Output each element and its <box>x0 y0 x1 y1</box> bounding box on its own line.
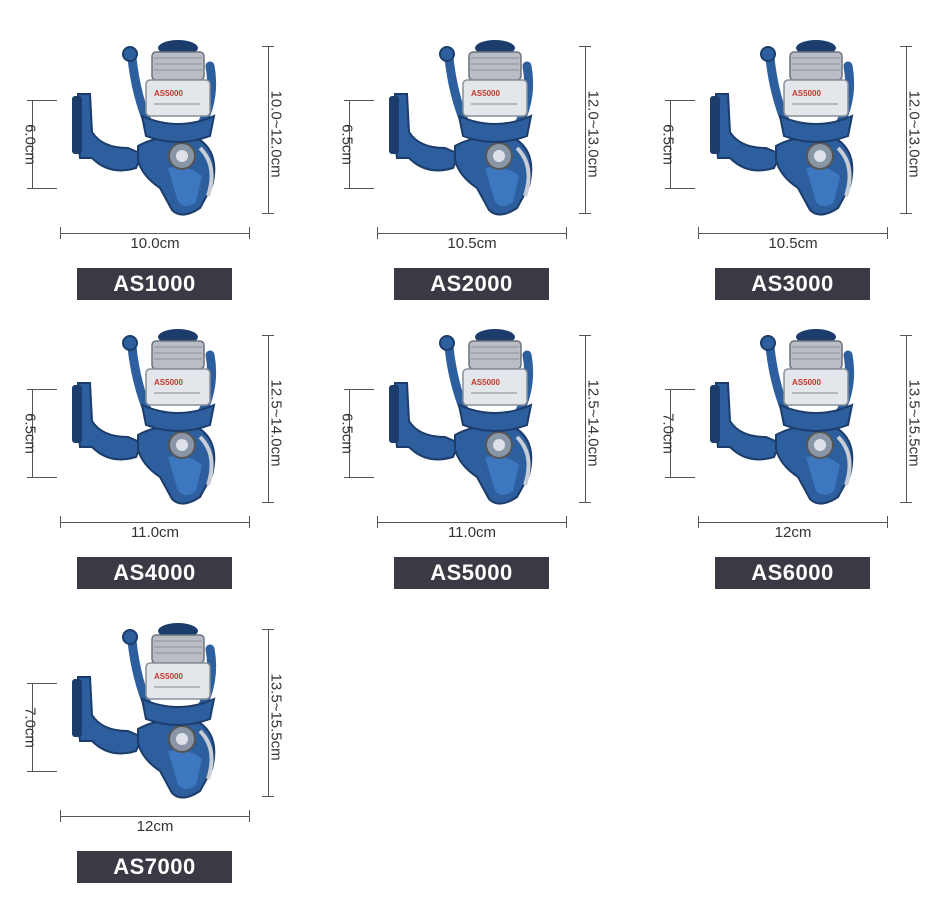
svg-text:AS5000: AS5000 <box>471 378 500 387</box>
handle-dimension-line <box>670 100 671 188</box>
width-value: 12cm <box>774 524 812 541</box>
width-value: 12cm <box>136 818 174 835</box>
reel-size-card: AS5000 12.5~14.0cm 6.5cm 11.0cm AS5000 <box>317 289 617 589</box>
width-value: 10.5cm <box>447 235 497 252</box>
width-dimension-line <box>377 522 567 523</box>
handle-value: 6.5cm <box>21 413 39 454</box>
width-dimension-line <box>698 522 888 523</box>
width-dimension-line <box>377 233 567 234</box>
handle-value: 6.0cm <box>21 124 39 165</box>
reel-size-card: AS5000 13.5~15.5cm 7.0cm 12cm AS6000 <box>638 289 938 589</box>
svg-text:AS5000: AS5000 <box>792 378 821 387</box>
handle-dimension-line <box>349 389 350 477</box>
height-value: 12.0~13.0cm <box>584 90 602 178</box>
model-label: AS7000 <box>77 851 232 883</box>
width-dimension-line <box>60 816 250 817</box>
reel-size-card: AS5000 12.0~13.0cm 6.5cm 10.5cm AS2000 <box>317 0 617 300</box>
handle-value: 6.5cm <box>338 413 356 454</box>
height-dimension-line <box>585 335 586 503</box>
height-dimension-line <box>268 46 269 214</box>
handle-dimension-line <box>32 389 33 477</box>
handle-value: 7.0cm <box>659 413 677 454</box>
reel-size-card: AS5000 13.5~15.5cm 7.0cm 12cm AS7000 <box>0 583 300 883</box>
fishing-reel-image: AS5000 <box>710 40 855 216</box>
handle-dimension-line <box>349 100 350 188</box>
fishing-reel-image: AS5000 <box>389 329 534 505</box>
handle-value: 6.5cm <box>338 124 356 165</box>
width-dimension-line <box>698 233 888 234</box>
svg-text:AS5000: AS5000 <box>154 378 183 387</box>
height-dimension-line <box>268 335 269 503</box>
width-value: 10.0cm <box>130 235 180 252</box>
model-label: AS5000 <box>394 557 549 589</box>
width-value: 11.0cm <box>447 524 497 541</box>
width-value: 11.0cm <box>130 524 180 541</box>
svg-text:AS5000: AS5000 <box>471 89 500 98</box>
fishing-reel-image: AS5000 <box>72 40 217 216</box>
model-label: AS3000 <box>715 268 870 300</box>
svg-text:AS5000: AS5000 <box>154 672 183 681</box>
model-label: AS2000 <box>394 268 549 300</box>
fishing-reel-image: AS5000 <box>389 40 534 216</box>
fishing-reel-image: AS5000 <box>710 329 855 505</box>
width-dimension-line <box>60 233 250 234</box>
height-value: 10.0~12.0cm <box>267 90 285 178</box>
handle-value: 6.5cm <box>659 124 677 165</box>
height-value: 13.5~15.5cm <box>905 379 923 467</box>
width-value: 10.5cm <box>768 235 818 252</box>
height-value: 12.5~14.0cm <box>584 379 602 467</box>
reel-size-card: AS5000 10.0~12.0cm 6.0cm 10.0cm AS1000 <box>0 0 300 300</box>
height-value: 12.5~14.0cm <box>267 379 285 467</box>
model-label: AS1000 <box>77 268 232 300</box>
height-dimension-line <box>906 46 907 214</box>
height-value: 13.5~15.5cm <box>267 673 285 761</box>
svg-text:AS5000: AS5000 <box>792 89 821 98</box>
reel-size-card: AS5000 12.5~14.0cm 6.5cm 11.0cm AS4000 <box>0 289 300 589</box>
handle-value: 7.0cm <box>21 707 39 748</box>
fishing-reel-image: AS5000 <box>72 329 217 505</box>
svg-text:AS5000: AS5000 <box>154 89 183 98</box>
handle-dimension-line <box>670 389 671 477</box>
height-dimension-line <box>585 46 586 214</box>
height-value: 12.0~13.0cm <box>905 90 923 178</box>
height-dimension-line <box>268 629 269 797</box>
handle-dimension-line <box>32 683 33 771</box>
model-label: AS4000 <box>77 557 232 589</box>
handle-dimension-line <box>32 100 33 188</box>
reel-size-card: AS5000 12.0~13.0cm 6.5cm 10.5cm AS3000 <box>638 0 938 300</box>
model-label: AS6000 <box>715 557 870 589</box>
height-dimension-line <box>906 335 907 503</box>
fishing-reel-image: AS5000 <box>72 623 217 799</box>
width-dimension-line <box>60 522 250 523</box>
